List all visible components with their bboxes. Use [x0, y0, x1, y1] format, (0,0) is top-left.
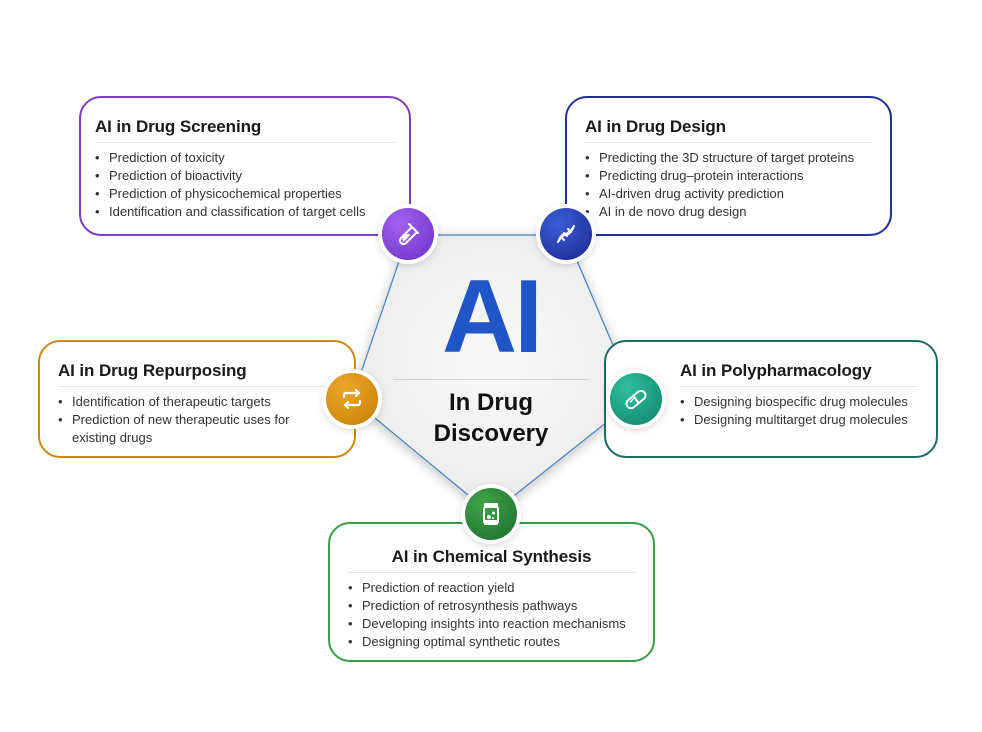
card-list: Identification of therapeutic targets Pr…: [58, 393, 336, 447]
repeat-arrows-icon: [326, 373, 378, 425]
list-item: AI in de novo drug design: [585, 203, 872, 221]
list-item: Designing optimal synthetic routes: [348, 633, 635, 651]
card-list: Prediction of toxicity Prediction of bio…: [95, 149, 395, 221]
list-item: Prediction of new therapeutic uses for e…: [58, 411, 336, 447]
center-ai-title: AI: [442, 259, 543, 375]
list-item: Designing biospecific drug molecules: [680, 393, 918, 411]
capsule-icon: [610, 373, 662, 425]
list-item: AI-driven drug activity prediction: [585, 185, 872, 203]
list-item: Prediction of physicochemical properties: [95, 185, 395, 203]
list-item: Predicting drug–protein interactions: [585, 167, 872, 185]
test-tube-icon: [382, 208, 434, 260]
dna-icon: [540, 208, 592, 260]
center-subtitle-line2: Discovery: [433, 420, 549, 447]
center-divider: [393, 379, 589, 380]
card-title: AI in Chemical Synthesis: [348, 547, 635, 573]
card-list: Predicting the 3D structure of target pr…: [585, 149, 872, 221]
list-item: Identification of therapeutic targets: [58, 393, 336, 411]
list-item: Prediction of reaction yield: [348, 579, 635, 597]
card-list: Prediction of reaction yield Prediction …: [348, 579, 635, 651]
list-item: Prediction of toxicity: [95, 149, 395, 167]
card-title: AI in Drug Screening: [95, 117, 395, 143]
card-drug-design: AI in Drug Design Predicting the 3D stru…: [565, 96, 892, 236]
card-chemical-synthesis: AI in Chemical Synthesis Prediction of r…: [328, 522, 655, 662]
lab-container-icon: [465, 488, 517, 540]
card-title: AI in Drug Design: [585, 117, 872, 143]
list-item: Predicting the 3D structure of target pr…: [585, 149, 872, 167]
list-item: Prediction of bioactivity: [95, 167, 395, 185]
card-drug-screening: AI in Drug Screening Prediction of toxic…: [79, 96, 411, 236]
card-title: AI in Polypharmacology: [680, 361, 918, 387]
center-subtitle-line1: In Drug: [449, 389, 533, 416]
center-subtitle: In Drug Discovery: [391, 387, 591, 449]
list-item: Prediction of retrosynthesis pathways: [348, 597, 635, 615]
list-item: Identification and classification of tar…: [95, 203, 395, 221]
list-item: Designing multitarget drug molecules: [680, 411, 918, 429]
list-item: Developing insights into reaction mechan…: [348, 615, 635, 633]
card-drug-repurposing: AI in Drug Repurposing Identification of…: [38, 340, 356, 458]
card-list: Designing biospecific drug molecules Des…: [680, 393, 918, 429]
card-title: AI in Drug Repurposing: [58, 361, 336, 387]
